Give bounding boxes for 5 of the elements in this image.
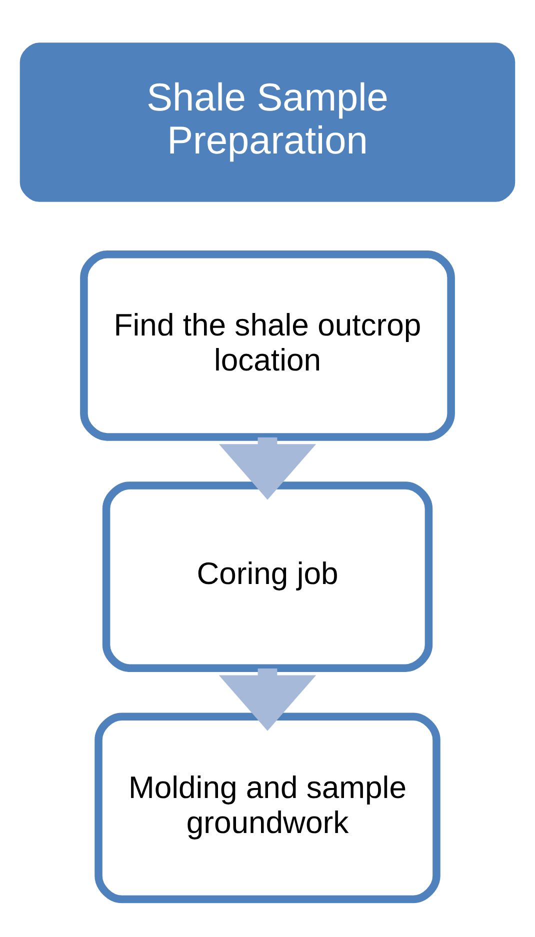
arrow [218, 668, 316, 730]
node-box: Molding and sample groundwork [94, 712, 440, 903]
node-box: Find the shale outcrop location [80, 250, 455, 440]
node-box: Coring job [102, 481, 433, 672]
arrow [218, 436, 316, 500]
